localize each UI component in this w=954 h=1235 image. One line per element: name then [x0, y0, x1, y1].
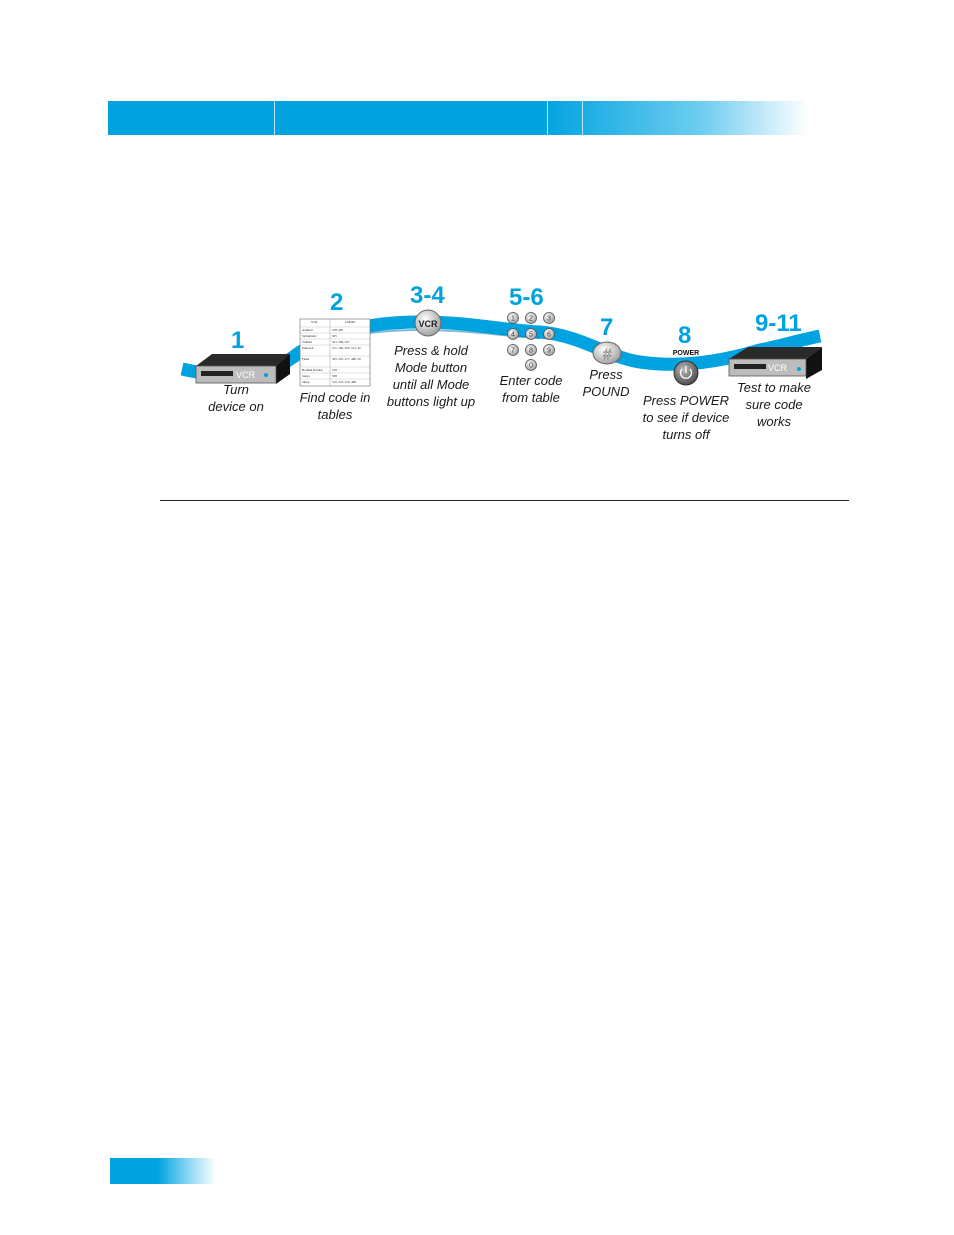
step-number-7: 7	[600, 314, 614, 341]
table-header: CODES	[345, 320, 356, 324]
table-brand: Sanyo	[302, 374, 310, 378]
keypad-key-label: 5	[529, 332, 533, 339]
vcr-device-right: VCR	[728, 347, 822, 379]
table-brand: Harman Kardon	[302, 368, 323, 372]
table-codes: 478, 487	[332, 328, 344, 333]
keypad-key	[543, 328, 555, 340]
step-number-1: 1	[231, 327, 245, 354]
keypad-key	[525, 359, 537, 371]
vcr-mode-button-icon: VCR	[414, 309, 442, 337]
vcr-device-left: VCR	[195, 354, 290, 384]
keypad-key-label: 7	[511, 348, 515, 355]
power-button-icon: POWER	[673, 350, 699, 386]
step-number-8: 8	[678, 322, 692, 349]
table-header: VCR	[311, 320, 318, 324]
table-brand: Toshiba	[302, 340, 313, 344]
keypad-key-label: 8	[529, 348, 533, 355]
table-codes: 508	[332, 374, 337, 378]
table-codes: 511, 596, 503, 513, 42	[332, 346, 361, 351]
keypad-key	[543, 312, 555, 324]
footer-bar	[110, 1158, 216, 1184]
step-number-2: 2	[330, 289, 344, 316]
table-brand: Funai	[302, 357, 309, 361]
horizontal-rule	[160, 500, 849, 501]
header-bar	[108, 101, 808, 135]
vcr-right-label: VCR	[768, 363, 788, 373]
header-divider	[582, 101, 583, 135]
keypad-key	[507, 344, 519, 356]
table-codes: 518	[332, 368, 337, 372]
table-brand: Admiral	[302, 328, 313, 332]
step-number-5-6: 5-6	[509, 284, 544, 311]
keypad-key-label: 6	[547, 332, 551, 339]
vcr-left-label: VCR	[236, 370, 256, 380]
table-brand: Emerson	[302, 346, 314, 350]
power-label: POWER	[673, 350, 699, 357]
table-brand: Symphonic	[302, 334, 317, 338]
step-number-3-4: 3-4	[410, 282, 445, 309]
keypad-key-label: 0	[529, 363, 533, 370]
table-codes: 505	[332, 334, 337, 338]
step-number-9-11: 9-11	[755, 310, 802, 337]
pound-button-icon: #	[592, 341, 622, 365]
table-brand: Sharp	[302, 380, 310, 384]
header-divider	[547, 101, 548, 135]
keypad-key-label: 4	[511, 332, 515, 339]
keypad-key	[543, 344, 555, 356]
keypad-key	[507, 328, 519, 340]
table-codes: 505, 507, 477, 480, 50	[332, 357, 361, 362]
keypad-icon: 1 2 3 4 5 6 7 8 9 0	[507, 312, 555, 371]
keypad-key	[525, 312, 537, 324]
keypad-key	[525, 344, 537, 356]
keypad-key	[507, 312, 519, 324]
mode-button-label: VCR	[418, 319, 438, 329]
header-divider	[274, 101, 275, 135]
keypad-key-label: 3	[547, 316, 551, 323]
table-codes: 516, 475, 479, 480	[332, 380, 356, 385]
keypad-key	[525, 328, 537, 340]
pound-symbol: #	[603, 346, 612, 363]
keypad-key-label: 9	[547, 348, 551, 355]
keypad-key-label: 1	[511, 316, 515, 323]
keypad-key-label: 2	[529, 316, 533, 323]
table-codes: 501, 599, 637	[332, 340, 350, 345]
